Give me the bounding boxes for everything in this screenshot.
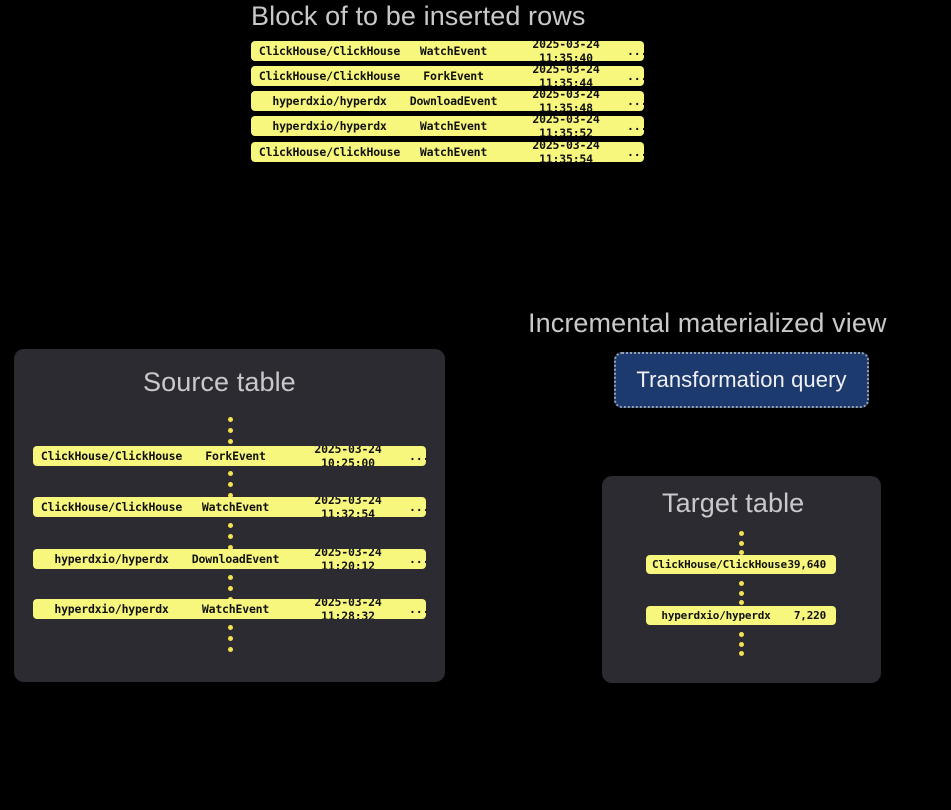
- row-repo: ClickHouse/ClickHouse: [40, 500, 183, 514]
- source-ellipsis: [227, 523, 233, 550]
- row-repo: ClickHouse/ClickHouse: [258, 69, 401, 83]
- insert-row: hyperdxio/hyperdx WatchEvent 2025-03-24 …: [251, 116, 644, 136]
- source-ellipsis: [227, 575, 233, 602]
- source-row: ClickHouse/ClickHouse WatchEvent 2025-03…: [33, 497, 426, 517]
- row-timestamp: 2025-03-24 11:35:52: [532, 116, 600, 136]
- row-timestamp: 2025-03-24 10:25:00: [314, 446, 382, 466]
- target-table-heading: Target table: [662, 488, 805, 518]
- row-repo: hyperdxio/hyperdx: [54, 602, 169, 616]
- source-row: ClickHouse/ClickHouse ForkEvent 2025-03-…: [33, 446, 426, 466]
- target-row: hyperdxio/hyperdx 7,220: [646, 606, 836, 625]
- row-more: ...: [627, 145, 644, 159]
- row-timestamp: 2025-03-24 11:20:12: [314, 549, 382, 569]
- row-event: ForkEvent: [205, 449, 266, 463]
- row-timestamp: 2025-03-24 11:35:48: [532, 91, 600, 111]
- row-timestamp: 2025-03-24 11:35:44: [532, 66, 600, 86]
- block-heading: Block of to be inserted rows: [251, 1, 586, 31]
- row-timestamp: 2025-03-24 11:35:40: [532, 41, 600, 61]
- source-table-heading: Source table: [143, 367, 296, 397]
- transformation-query-label: Transformation query: [636, 367, 847, 392]
- row-count: 39,640: [787, 558, 826, 571]
- source-row: hyperdxio/hyperdx DownloadEvent 2025-03-…: [33, 549, 426, 569]
- row-repo: hyperdxio/hyperdx: [272, 119, 387, 133]
- row-repo: ClickHouse/ClickHouse: [40, 449, 183, 463]
- row-more: ...: [409, 500, 426, 514]
- row-repo: ClickHouse/ClickHouse: [652, 558, 787, 571]
- incremental-mv-heading: Incremental materialized view: [528, 308, 887, 338]
- row-event: WatchEvent: [419, 119, 488, 133]
- source-ellipsis-top: [227, 417, 233, 444]
- target-ellipsis-top: [738, 531, 744, 555]
- insert-row: ClickHouse/ClickHouse WatchEvent 2025-03…: [251, 142, 644, 162]
- row-event: WatchEvent: [419, 145, 488, 159]
- insert-row: ClickHouse/ClickHouse ForkEvent 2025-03-…: [251, 66, 644, 86]
- row-event: WatchEvent: [201, 602, 270, 616]
- row-event: WatchEvent: [419, 44, 488, 58]
- row-repo: ClickHouse/ClickHouse: [258, 44, 401, 58]
- row-event: DownloadEvent: [191, 552, 280, 566]
- row-count: 7,220: [793, 609, 826, 622]
- source-row: hyperdxio/hyperdx WatchEvent 2025-03-24 …: [33, 599, 426, 619]
- row-timestamp: 2025-03-24 11:35:54: [532, 142, 600, 162]
- row-timestamp: 2025-03-24 11:32:54: [314, 497, 382, 517]
- row-more: ...: [409, 602, 426, 616]
- row-more: ...: [627, 119, 644, 133]
- transformation-query-box[interactable]: Transformation query: [614, 352, 869, 408]
- target-row: ClickHouse/ClickHouse 39,640: [646, 555, 836, 574]
- target-ellipsis-bottom: [738, 632, 744, 656]
- row-event: DownloadEvent: [409, 94, 498, 108]
- row-more: ...: [627, 69, 644, 83]
- row-more: ...: [627, 44, 644, 58]
- row-more: ...: [409, 552, 426, 566]
- target-table-panel: [602, 476, 881, 683]
- row-more: ...: [627, 94, 644, 108]
- row-event: WatchEvent: [201, 500, 270, 514]
- row-more: ...: [409, 449, 426, 463]
- target-ellipsis: [738, 581, 744, 605]
- row-timestamp: 2025-03-24 11:28:32: [314, 599, 382, 619]
- source-ellipsis: [227, 471, 233, 498]
- row-repo: hyperdxio/hyperdx: [54, 552, 169, 566]
- row-repo: hyperdxio/hyperdx: [661, 609, 771, 622]
- row-repo: ClickHouse/ClickHouse: [258, 145, 401, 159]
- row-event: ForkEvent: [423, 69, 484, 83]
- insert-row: ClickHouse/ClickHouse WatchEvent 2025-03…: [251, 41, 644, 61]
- insert-row: hyperdxio/hyperdx DownloadEvent 2025-03-…: [251, 91, 644, 111]
- row-repo: hyperdxio/hyperdx: [272, 94, 387, 108]
- source-ellipsis-bottom: [227, 625, 233, 652]
